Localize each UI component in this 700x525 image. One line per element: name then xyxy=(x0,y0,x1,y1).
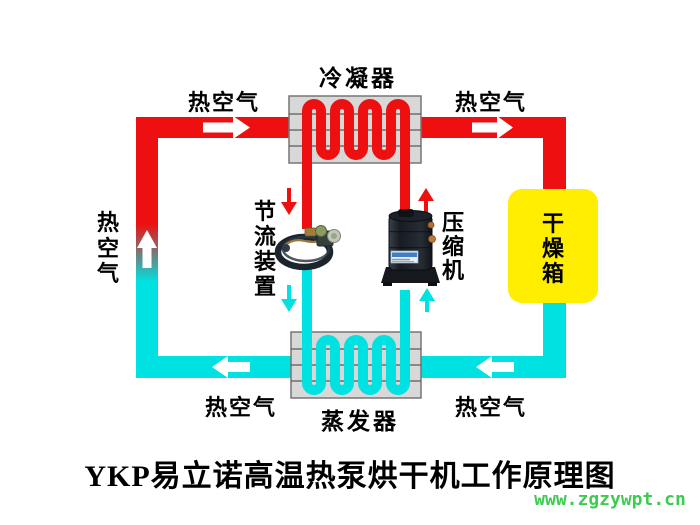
airflow-arrow-left-bottom-left-icon xyxy=(212,356,250,378)
evaporator-fins xyxy=(291,348,421,382)
compressor-image xyxy=(381,209,440,286)
cool-air-pipe-out-of-dryer xyxy=(543,302,566,358)
airflow-arrow-right-top-left-icon xyxy=(203,116,250,139)
hot-refrigerant-up-arrow-icon xyxy=(418,188,434,215)
airflow-arrow-right-top-right-icon xyxy=(472,116,513,139)
watermark-url: www.zgzywpt.cn xyxy=(534,489,686,510)
diagram-title: YKP易立诺高温热泵烘干机工作原理图 xyxy=(84,460,616,493)
evaporator-coil xyxy=(302,264,410,395)
hot-air-label-top-left: 热空气 xyxy=(187,90,260,115)
cold-refrigerant-down-arrow-icon xyxy=(281,285,297,312)
hot-refrigerant-down-arrow-icon xyxy=(281,188,297,215)
airflow-arrow-up-left-icon xyxy=(137,230,157,268)
compressor-label: 压缩机 xyxy=(441,210,464,283)
throttle-device-label: 节流装置 xyxy=(253,199,276,299)
cold-refrigerant-up-arrow-icon xyxy=(419,288,435,312)
hot-air-label-bottom-right: 热空气 xyxy=(454,395,527,420)
evaporator-label: 蒸发器 xyxy=(321,408,399,434)
hot-air-label-left: 热空气 xyxy=(96,210,119,286)
drying-box-label: 干燥箱 xyxy=(541,211,564,286)
airflow-arrow-left-bottom-right-icon xyxy=(476,356,514,378)
condenser-label: 冷凝器 xyxy=(319,65,397,91)
hot-air-pipe-into-dryer xyxy=(543,136,566,190)
hot-air-label-bottom-left: 热空气 xyxy=(204,395,277,420)
hot-air-label-top-right: 热空气 xyxy=(454,90,527,115)
condenser-coil xyxy=(302,99,410,229)
drying-box: 干燥箱 xyxy=(508,189,598,303)
throttle-device-image xyxy=(274,225,341,271)
